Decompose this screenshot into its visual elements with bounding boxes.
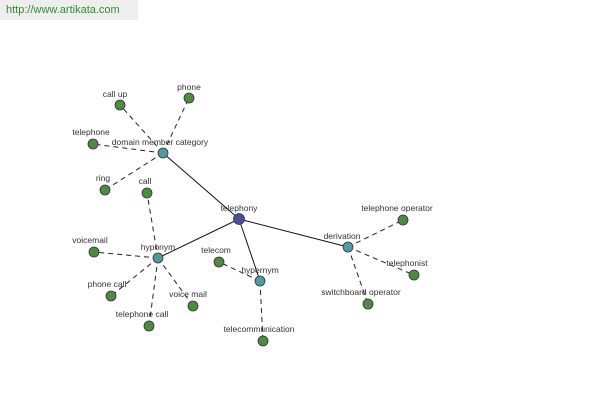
edge-telephony-hyponym: [157, 218, 240, 259]
edge-derivation-telephone-operator: [347, 219, 404, 248]
label-telephone: telephone: [72, 127, 110, 137]
node-telephone-operator[interactable]: [397, 214, 409, 226]
node-hyponym[interactable]: [152, 252, 164, 264]
label-ring: ring: [96, 173, 110, 183]
label-telephone-call: telephone call: [116, 309, 169, 319]
label-telecommunication: telecommunication: [224, 324, 295, 334]
node-call[interactable]: [141, 187, 153, 199]
node-telephonist[interactable]: [408, 269, 420, 281]
edge-domain-member-category-call-up: [119, 104, 164, 154]
graph-nodes: [87, 92, 420, 347]
node-telephone[interactable]: [87, 138, 99, 150]
edge-hyponym-voice-mail: [157, 257, 194, 307]
edge-hyponym-voicemail: [93, 251, 159, 259]
label-telephonist: telephonist: [386, 258, 428, 268]
edge-telephony-hypernym: [238, 218, 261, 282]
source-url-text[interactable]: http://www.artikata.com: [6, 4, 120, 16]
edge-derivation-telephonist: [347, 246, 415, 276]
node-call-up[interactable]: [114, 99, 126, 111]
label-phone: phone: [177, 82, 201, 92]
node-telecom[interactable]: [213, 256, 225, 268]
label-voicemail: voicemail: [72, 235, 108, 245]
node-voicemail[interactable]: [88, 246, 100, 258]
node-telephony[interactable]: [233, 213, 245, 225]
node-hypernym[interactable]: [254, 275, 266, 287]
label-switchboard-operator: switchboard operator: [321, 287, 401, 297]
source-url-banner: http://www.artikata.com: [0, 0, 138, 20]
label-voice-mail: voice mail: [169, 289, 207, 299]
graph-labels: telephony domain member category hyponym hy…: [72, 82, 433, 334]
label-hyponym: hyponym: [141, 242, 176, 252]
edge-domain-member-category-phone: [162, 97, 190, 154]
node-telephone-call[interactable]: [143, 320, 155, 332]
node-voice-mail[interactable]: [187, 300, 199, 312]
edge-domain-member-category-telephone: [92, 143, 164, 154]
node-switchboard-operator[interactable]: [362, 298, 374, 310]
graph-edges: [92, 97, 415, 342]
edge-telephony-domain-member-category: [162, 152, 240, 220]
label-telephony: telephony: [221, 203, 259, 213]
edge-hypernym-telecommunication: [259, 280, 264, 342]
label-telephone-operator: telephone operator: [361, 203, 433, 213]
label-call: call: [139, 176, 152, 186]
edge-hypernym-telecom: [218, 261, 261, 282]
label-domain-member-category: domain member category: [112, 137, 209, 147]
edge-hyponym-telephone-call: [148, 257, 159, 327]
label-phone-call: phone call: [88, 279, 127, 289]
node-domain-member-category[interactable]: [157, 147, 169, 159]
label-call-up: call up: [103, 89, 128, 99]
node-ring[interactable]: [99, 184, 111, 196]
edge-telephony-derivation: [238, 218, 349, 248]
edge-domain-member-category-ring: [104, 152, 164, 191]
label-derivation: derivation: [324, 231, 361, 241]
edge-hyponym-phone-call: [110, 257, 159, 297]
node-phone[interactable]: [183, 92, 195, 104]
label-telecom: telecom: [201, 245, 231, 255]
node-derivation[interactable]: [342, 241, 354, 253]
node-phone-call[interactable]: [105, 290, 117, 302]
label-hypernym: hypernym: [241, 265, 278, 275]
node-telecommunication[interactable]: [257, 335, 269, 347]
edge-derivation-switchboard-operator: [347, 246, 369, 305]
edge-hyponym-call: [146, 192, 159, 259]
